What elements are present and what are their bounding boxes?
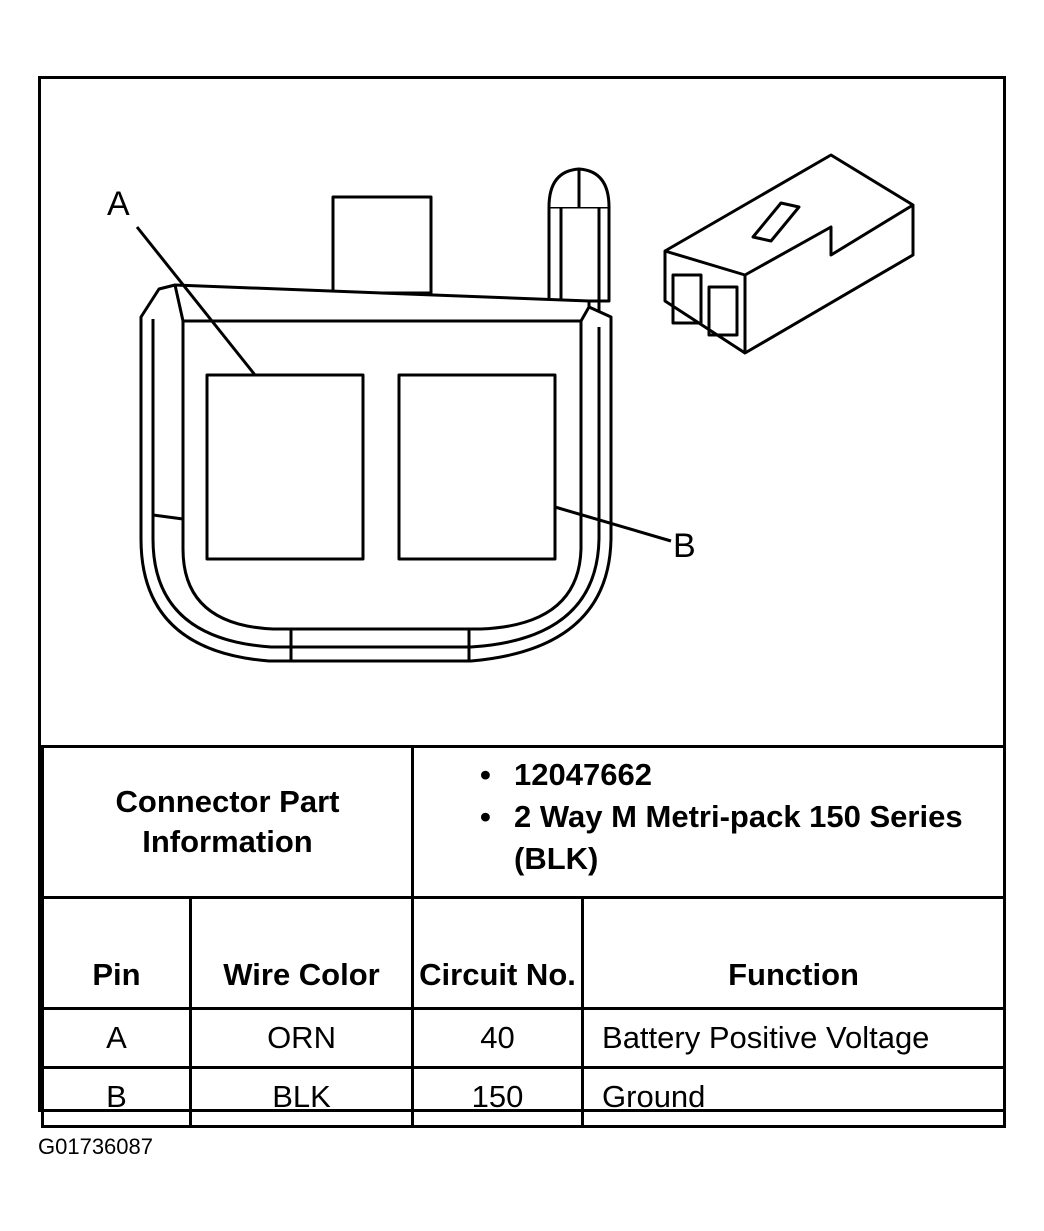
terminal-cavity-a bbox=[205, 373, 365, 561]
wire-color-cell: BLK bbox=[188, 1066, 415, 1128]
pin-cell: B bbox=[41, 1066, 192, 1128]
header-circuit-no: Circuit No. bbox=[411, 896, 585, 1010]
connector-top-tab bbox=[331, 195, 433, 295]
callout-a-label: A bbox=[107, 185, 130, 223]
connector-pinout-table: Connector Part Information 12047662 2 Wa… bbox=[40, 745, 1007, 1128]
part-description: 2 Way M Metri-pack 150 Series (BLK) bbox=[480, 796, 1003, 880]
table-row: A ORN 40 Battery Positive Voltage bbox=[41, 1007, 1007, 1069]
connector-diagram: A B bbox=[107, 153, 915, 663]
table-row: B BLK 150 Ground bbox=[41, 1066, 1007, 1128]
circuit-no-cell: 40 bbox=[411, 1007, 585, 1069]
pin-cell: A bbox=[41, 1007, 192, 1069]
connector-part-info-details: 12047662 2 Way M Metri-pack 150 Series (… bbox=[411, 745, 1007, 899]
header-wire-color: Wire Color bbox=[188, 896, 415, 1010]
mating-connector-sketch bbox=[663, 153, 915, 355]
circuit-no-cell: 150 bbox=[411, 1066, 585, 1128]
function-cell: Battery Positive Voltage bbox=[581, 1007, 1007, 1069]
part-number: 12047662 bbox=[480, 754, 1003, 796]
terminal-cavity-b bbox=[397, 373, 557, 561]
connector-figure-frame: A B Connector Part Information 12047662 … bbox=[38, 76, 1007, 1128]
function-cell: Ground bbox=[581, 1066, 1007, 1128]
connector-part-info-label: Connector Part Information bbox=[40, 745, 415, 899]
wire-color-cell: ORN bbox=[188, 1007, 415, 1069]
header-pin: Pin bbox=[41, 896, 192, 1010]
figure-id-caption: G01736087 bbox=[38, 1134, 153, 1159]
header-function: Function bbox=[581, 896, 1007, 1010]
callout-b-label: B bbox=[673, 527, 696, 565]
